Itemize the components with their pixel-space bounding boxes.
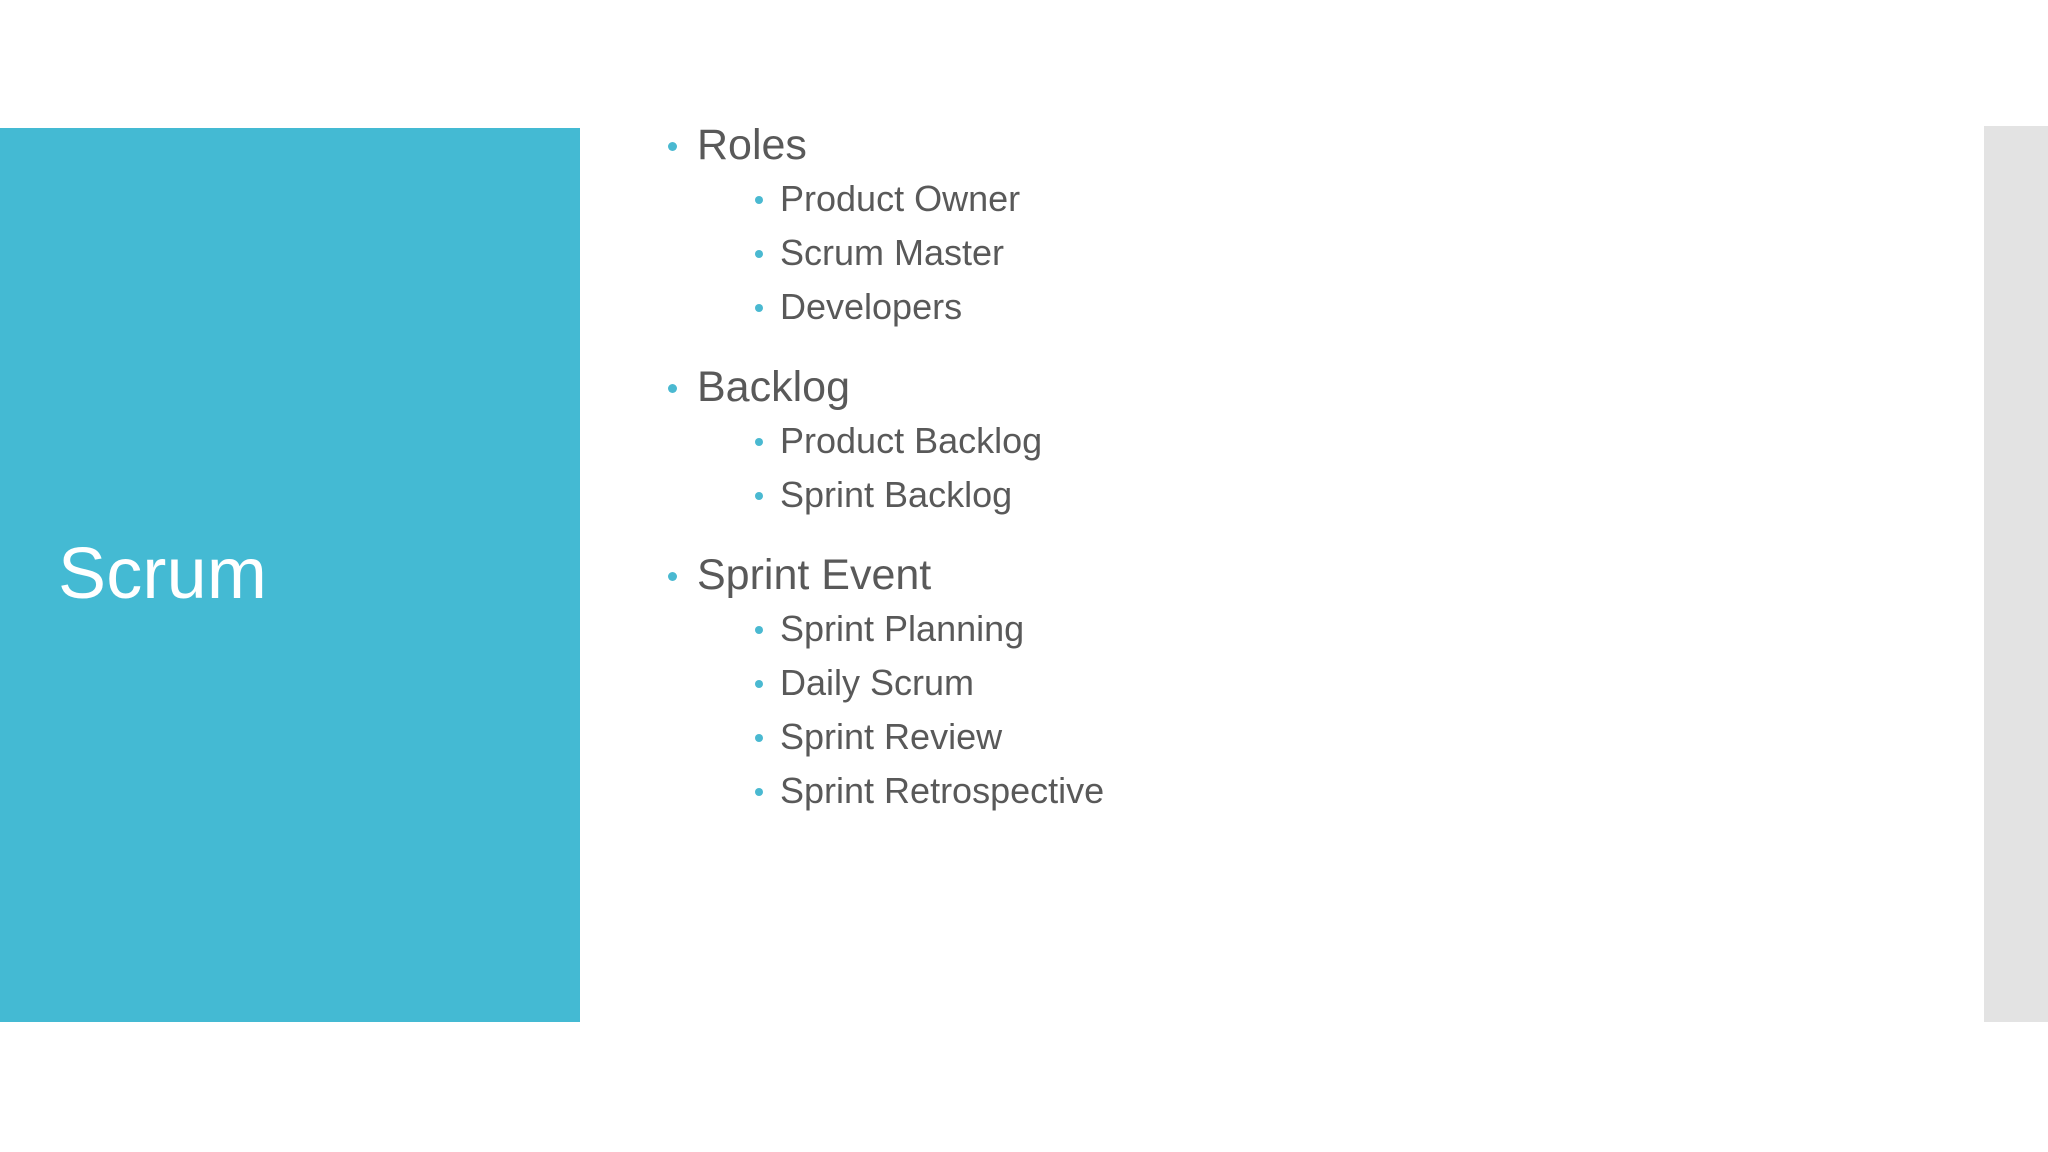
bullet-item-level2: Sprint Backlog (660, 468, 1940, 522)
bullet-group: Sprint Event Sprint Planning Daily Scrum… (660, 548, 1940, 818)
bullet-item-level1: Sprint Event (660, 548, 1940, 602)
bullet-item-level2: Daily Scrum (660, 656, 1940, 710)
bullet-dot-icon (755, 196, 763, 204)
bullet-item-level1: Backlog (660, 360, 1940, 414)
bullet-dot-icon (755, 492, 763, 500)
bullet-item-level2: Sprint Review (660, 710, 1940, 764)
bullet-label: Sprint Backlog (780, 474, 1013, 515)
bullet-dot-icon (755, 438, 763, 446)
bullet-label: Sprint Review (780, 716, 1003, 757)
bullet-label: Roles (697, 121, 807, 169)
bullet-list: Roles Product Owner Scrum Master Develop… (660, 118, 1940, 818)
bullet-dot-icon (668, 384, 677, 393)
bullet-label: Product Backlog (780, 420, 1043, 461)
bullet-dot-icon (755, 788, 763, 796)
bullet-item-level2: Sprint Retrospective (660, 764, 1940, 818)
bullet-dot-icon (755, 626, 763, 634)
bullet-label: Sprint Retrospective (780, 770, 1105, 811)
slide-title: Scrum (58, 534, 268, 615)
bullet-label: Sprint Planning (780, 608, 1025, 649)
bullet-label: Daily Scrum (780, 662, 975, 703)
bullet-item-level2: Developers (660, 280, 1940, 334)
bullet-label: Backlog (697, 363, 850, 411)
bullet-group: Roles Product Owner Scrum Master Develop… (660, 118, 1940, 334)
bullet-dot-icon (668, 572, 677, 581)
bullet-dot-icon (755, 304, 763, 312)
bullet-item-level2: Product Owner (660, 172, 1940, 226)
bullet-dot-icon (755, 680, 763, 688)
bullet-label: Product Owner (780, 178, 1021, 219)
bullet-item-level1: Roles (660, 118, 1940, 172)
bullet-item-level2: Sprint Planning (660, 602, 1940, 656)
bullet-label: Developers (780, 286, 963, 327)
accent-strip (1984, 126, 2048, 1022)
bullet-dot-icon (668, 142, 677, 151)
bullet-label: Scrum Master (780, 232, 1005, 273)
bullet-item-level2: Product Backlog (660, 414, 1940, 468)
bullet-item-level2: Scrum Master (660, 226, 1940, 280)
bullet-dot-icon (755, 250, 763, 258)
bullet-label: Sprint Event (697, 551, 932, 599)
title-panel: Scrum (0, 128, 580, 1022)
bullet-group: Backlog Product Backlog Sprint Backlog (660, 360, 1940, 522)
bullet-dot-icon (755, 734, 763, 742)
